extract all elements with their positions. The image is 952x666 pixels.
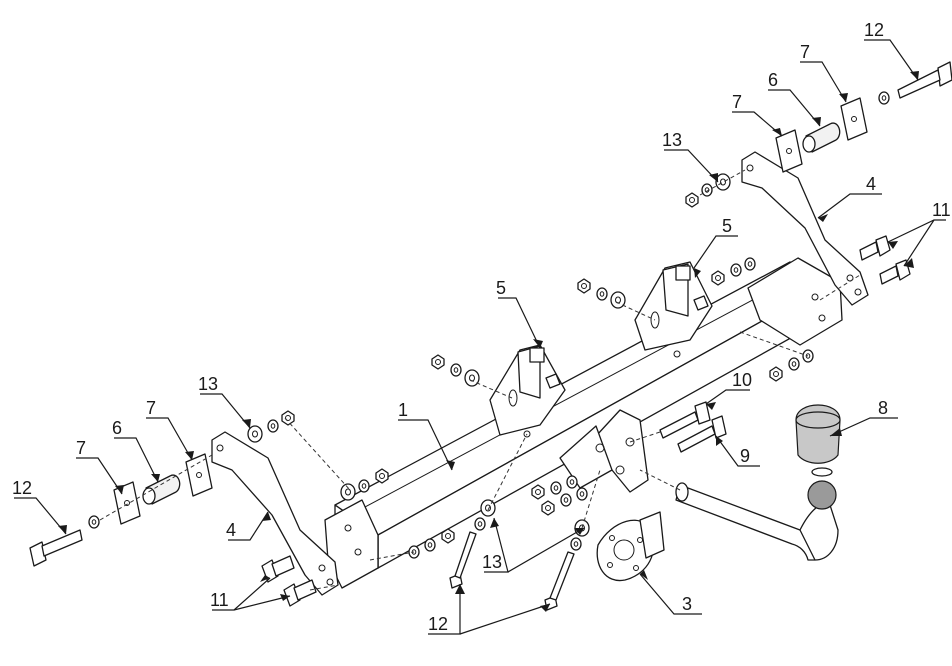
center-bracket-left [489, 344, 566, 436]
callout-plate-right-inner: 7 [732, 92, 742, 112]
callout-arrowheads [58, 71, 919, 612]
callout-washers-right: 13 [662, 130, 682, 150]
long-bolt-right [878, 61, 952, 105]
spacer-tube-left [142, 474, 181, 505]
socket-plate [596, 511, 665, 582]
callout-side-bracket-right: 4 [866, 174, 876, 194]
plate-right-inner [775, 129, 803, 173]
callout-plate-left-outer: 7 [76, 438, 86, 458]
callout-ball-cover: 8 [878, 398, 888, 418]
callout-labels: 1 3 4 4 5 5 6 6 7 7 7 7 8 9 10 11 11 12 … [12, 20, 951, 634]
callout-main-crossbar: 1 [398, 400, 408, 420]
callout-plate-left-inner: 7 [146, 398, 156, 418]
callout-long-bolt-right: 12 [864, 20, 884, 40]
callout-side-bracket-left: 4 [226, 520, 236, 540]
side-bracket-right [741, 151, 869, 306]
callout-screws-right: 11 [932, 200, 951, 220]
center-bracket-right [634, 261, 713, 351]
callout-socket-plate: 3 [682, 594, 692, 614]
bolt-lower [677, 415, 727, 453]
long-bolt-left [29, 515, 100, 567]
callout-leaders [14, 39, 946, 635]
tow-ball-arm [675, 467, 839, 561]
screws-left [261, 555, 317, 607]
callout-long-bolts-bottom: 12 [428, 614, 448, 634]
side-bracket-left [211, 431, 339, 596]
screws-right [859, 235, 911, 285]
callout-spacer-tube-left: 6 [112, 418, 122, 438]
spacer-tube-right [802, 122, 841, 153]
callout-plate-right-outer: 7 [800, 42, 810, 62]
ball-cover [795, 404, 841, 464]
callout-washers-bottom: 13 [482, 552, 502, 572]
callout-center-bracket-right: 5 [722, 216, 732, 236]
bolt-upper [659, 401, 711, 439]
callout-bolt-lower: 9 [740, 446, 750, 466]
washers-left [247, 410, 295, 443]
callout-long-bolt-left: 12 [12, 478, 32, 498]
callout-spacer-tube-right: 6 [768, 70, 778, 90]
assembly-lines [99, 169, 861, 591]
callout-washers-left: 13 [198, 374, 218, 394]
callout-screws-left: 11 [210, 590, 229, 610]
plate-left-inner [185, 453, 213, 497]
callout-bolt-upper: 10 [732, 370, 752, 390]
plate-right-outer [840, 97, 868, 141]
main-crossbar [324, 257, 843, 589]
long-bolts-bottom [449, 531, 575, 611]
callout-center-bracket-left: 5 [496, 278, 506, 298]
